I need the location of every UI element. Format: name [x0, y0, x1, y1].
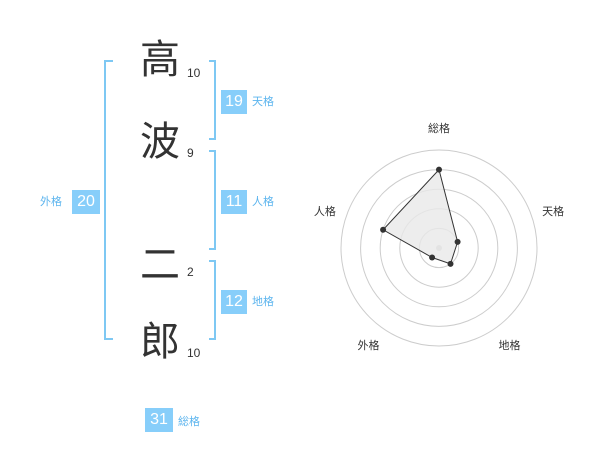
stroke-count-4: 10: [187, 346, 201, 360]
jinkaku-bracket: [209, 150, 216, 250]
name-char-4: 郎: [140, 319, 180, 365]
radar-axis-label-3: 地格: [499, 338, 521, 352]
jinkaku-score: 11: [221, 190, 247, 214]
radar-ring-1: [418, 227, 460, 269]
tenkaku-score: 19: [221, 90, 247, 114]
radar-point-4: [429, 254, 436, 261]
tenkaku-label: 天格: [252, 95, 274, 108]
radar-ring-5: [340, 149, 538, 347]
radar-ring-4: [360, 169, 518, 327]
radar-axis-label-5: 人格: [314, 204, 336, 218]
radar-axis-label-4: 外格: [358, 338, 380, 352]
name-char-1: 高: [140, 37, 180, 83]
radar-axis-label-1: 総格: [428, 121, 450, 135]
radar-series-area: [382, 168, 459, 265]
soukaku-label: 総格: [178, 415, 200, 428]
stroke-count-2: 9: [187, 146, 194, 160]
gaikaku-score: 20: [72, 190, 100, 214]
radar-point-5: [380, 226, 387, 233]
radar-ring-3: [379, 188, 499, 308]
soukaku-score: 31: [145, 408, 173, 432]
gaikaku-bracket: [104, 60, 113, 340]
chikaku-score: 12: [221, 290, 247, 314]
radar-center-dot: [436, 245, 442, 251]
gaikaku-label: 外格: [40, 195, 62, 208]
radar-point-1: [436, 166, 442, 173]
radar-axis-label-2: 天格: [542, 204, 564, 218]
radar-ring-2: [399, 208, 479, 288]
stroke-count-1: 10: [187, 66, 201, 80]
name-char-3: 二: [140, 242, 180, 288]
radar-point-3: [447, 260, 454, 267]
radar-point-2: [454, 238, 461, 245]
stroke-count-3: 2: [187, 265, 194, 279]
chikaku-label: 地格: [252, 295, 274, 308]
name-char-2: 波: [140, 119, 180, 165]
chikaku-bracket: [209, 260, 216, 340]
tenkaku-bracket: [209, 60, 216, 140]
jinkaku-label: 人格: [252, 195, 274, 208]
